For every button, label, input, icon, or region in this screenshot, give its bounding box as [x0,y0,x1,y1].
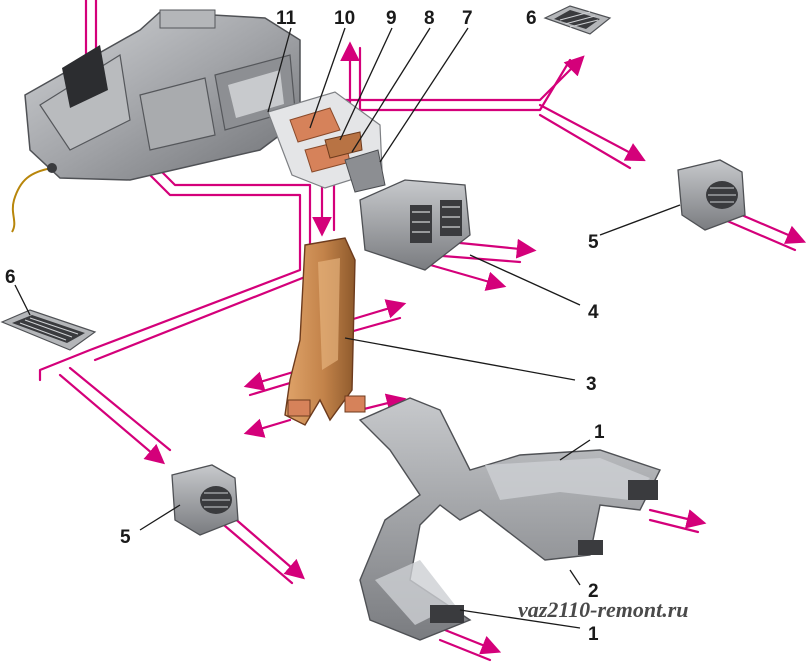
center-duct [284,237,366,426]
callout-10: 10 [334,8,355,29]
callout-labels: 11 10 9 8 7 6 6 5 5 4 3 1 1 2 [5,8,605,645]
sensor [47,163,57,173]
watermark-text: vaz2110-remont.ru [518,597,689,622]
callout-9: 9 [386,8,397,29]
side-vent-5-right [677,159,746,231]
airflow-lines [38,0,807,662]
callout-2: 2 [588,581,599,602]
side-vent-5-left [171,464,239,536]
callout-11: 11 [276,8,297,29]
control-unit [267,91,386,193]
callout-1-upper: 1 [594,422,605,443]
sensor-wire [11,167,53,233]
callout-7: 7 [462,8,473,29]
callout-6-left: 6 [5,267,16,288]
vent-6-top-right [543,5,612,35]
callout-1-lower: 1 [588,624,599,645]
callout-3: 3 [586,374,597,395]
floor-duct-assembly [358,397,661,641]
callout-8: 8 [424,8,435,29]
callout-5-left: 5 [120,527,131,548]
leader-lines [14,27,681,629]
callout-5-right: 5 [588,232,599,253]
center-vent-block [359,179,471,271]
heater-housing [24,9,301,181]
callout-4: 4 [588,302,599,323]
callout-6-top: 6 [526,8,537,29]
vent-6-left [0,309,97,351]
